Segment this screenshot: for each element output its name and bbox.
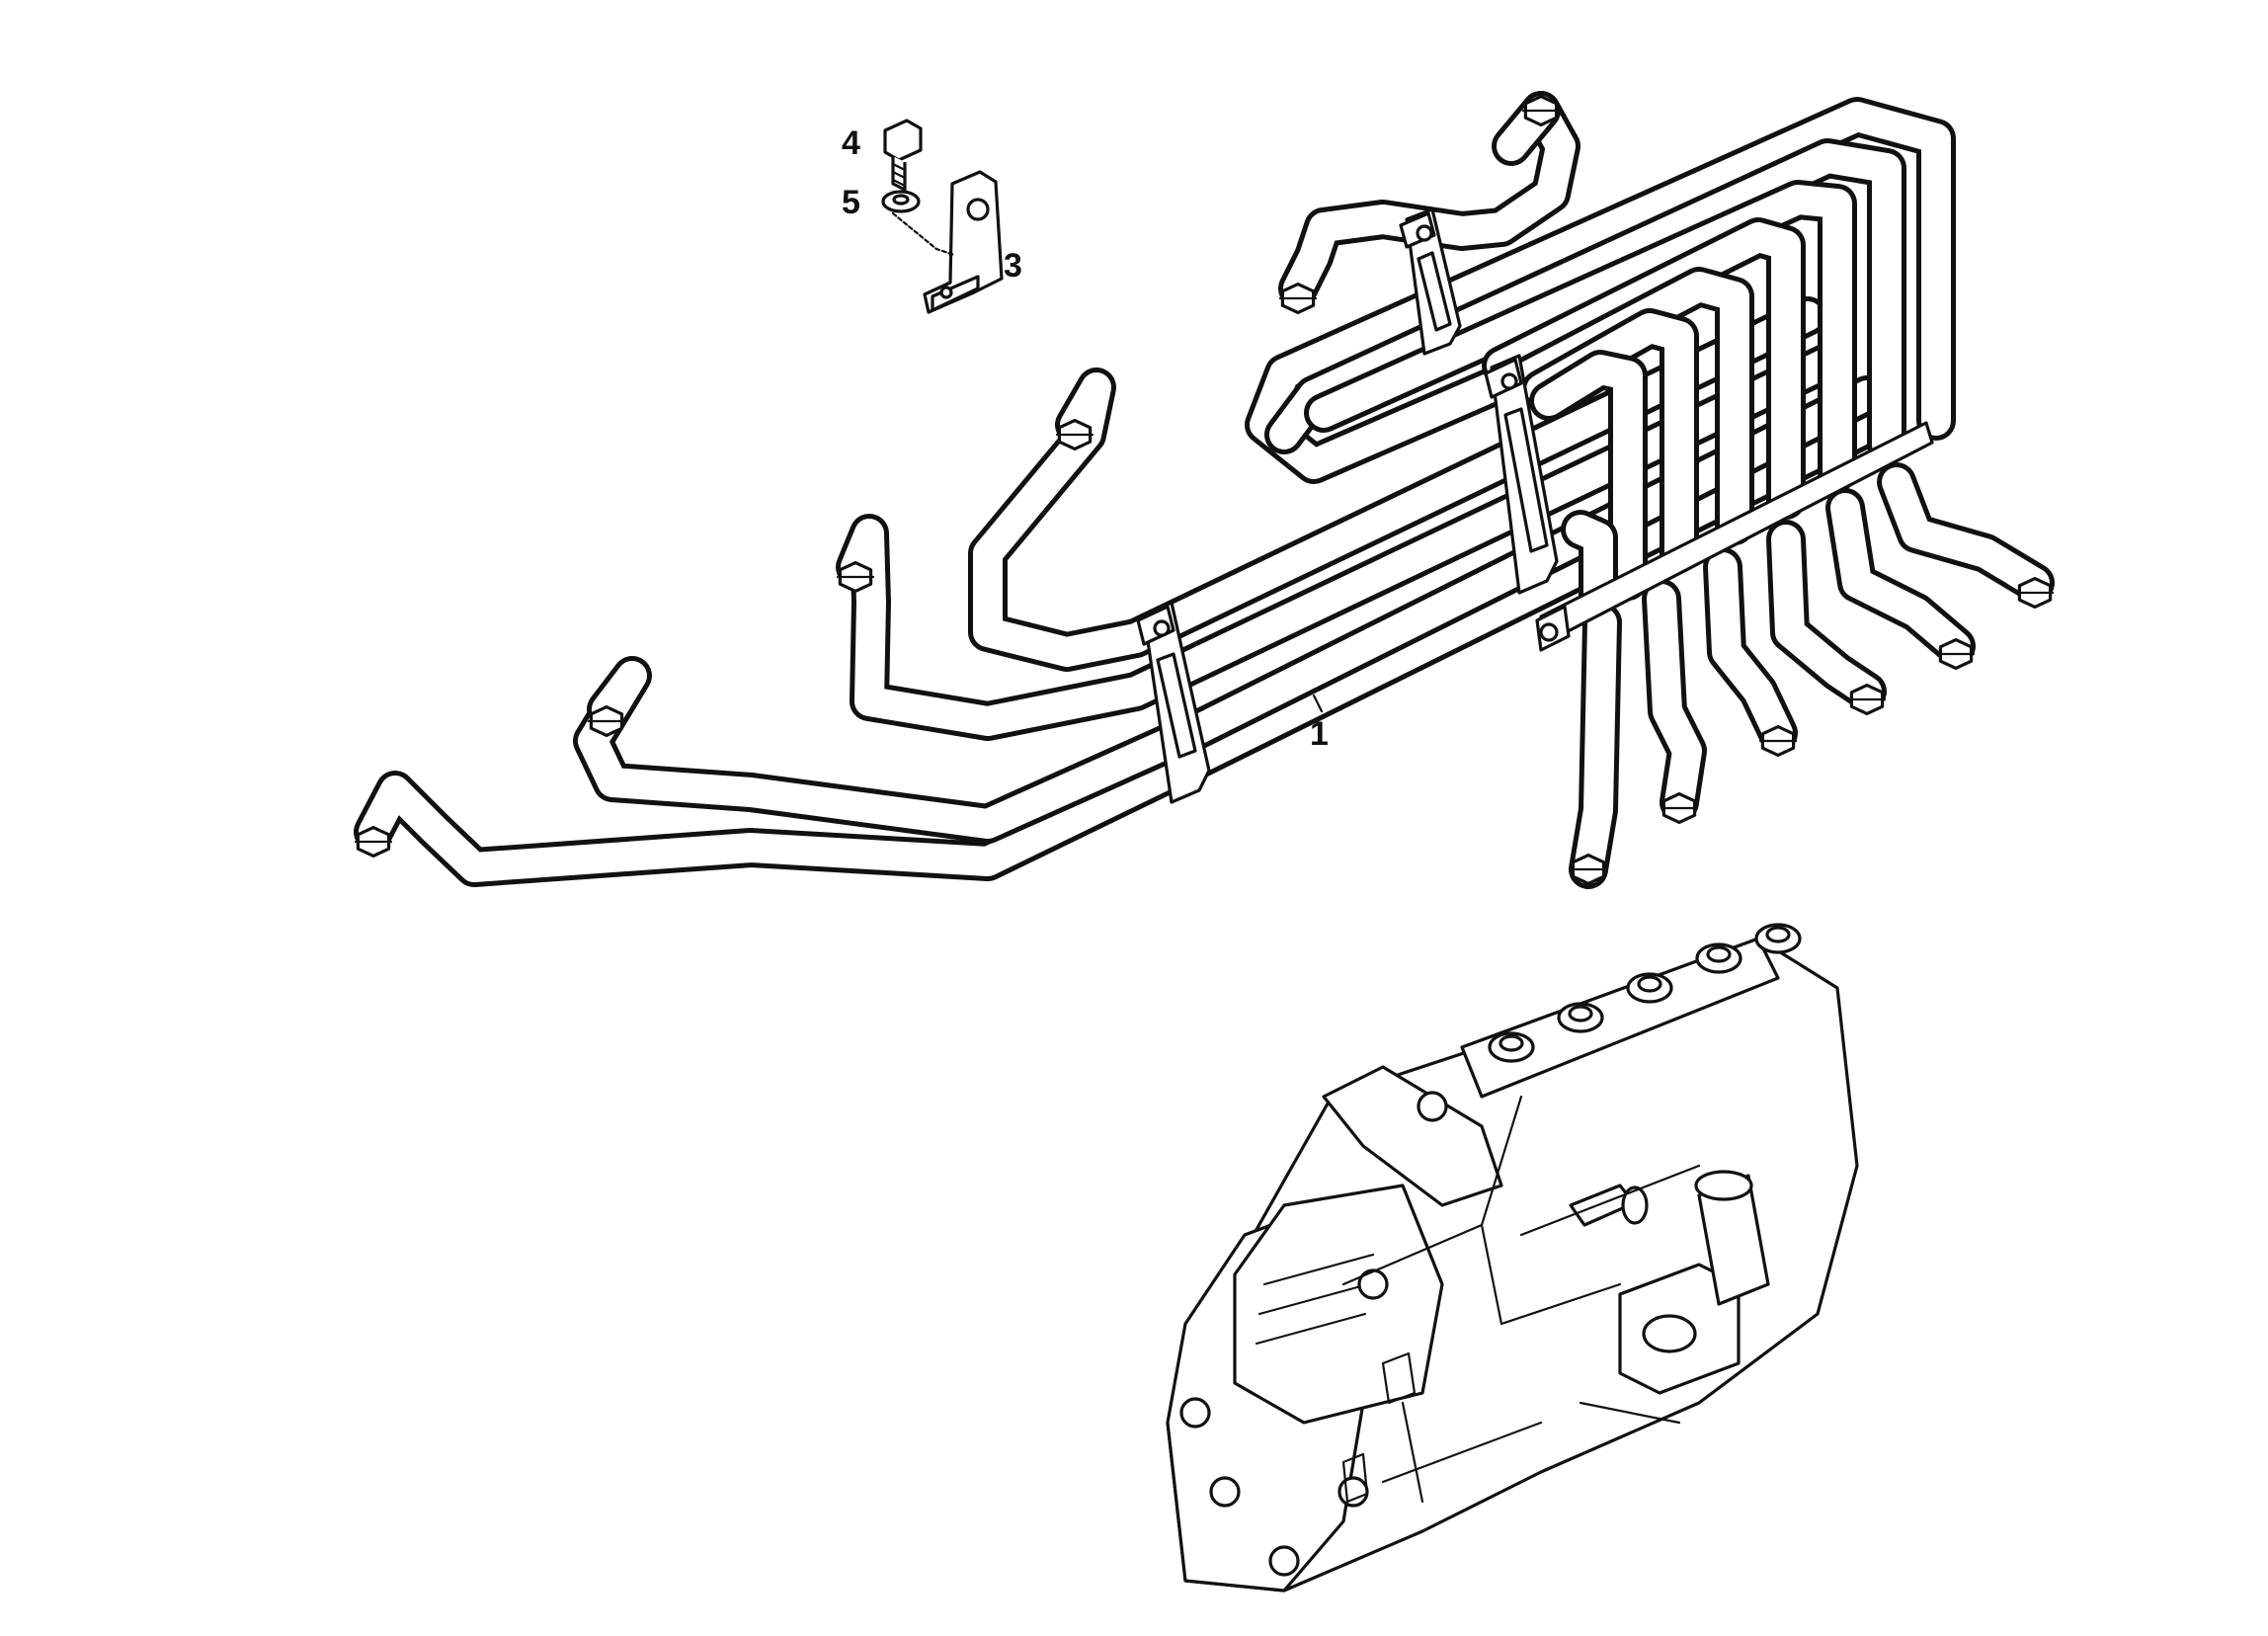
pipe-fill-19 <box>1830 493 1971 661</box>
pump-bolt-6 <box>1417 1091 1448 1122</box>
pipe-fill-15 <box>1574 608 1617 884</box>
pipe-fill-13 <box>1534 355 1643 596</box>
pipe-fill-4 <box>973 301 1822 667</box>
pipe-fill-2 <box>578 380 1882 839</box>
delivery-valve-bore-3 <box>1637 975 1662 993</box>
delivery-valve-bore-5 <box>1765 926 1791 943</box>
pipe-fill-16 <box>1647 584 1702 817</box>
callout-1: 1 <box>1310 715 1329 753</box>
pipe-clamp-left <box>1136 601 1211 804</box>
pipe-fill-7 <box>1250 102 1951 479</box>
callout-3: 3 <box>1004 247 1022 285</box>
leader-line-1 <box>1312 694 1324 713</box>
pipe-fill-17 <box>1708 552 1793 748</box>
injection-pipe-set <box>354 91 2055 889</box>
callout-4: 4 <box>842 124 860 162</box>
pipe-fill-8 <box>1269 143 1902 459</box>
delivery-valve-bore-2 <box>1568 1005 1593 1022</box>
callout-5: 5 <box>842 184 860 221</box>
injection-pump <box>1166 923 1859 1593</box>
delivery-valve-bore-4 <box>1706 945 1732 963</box>
washer-part-5 <box>881 190 956 257</box>
delivery-valve-bore-1 <box>1498 1034 1524 1052</box>
pump-bolt-2 <box>1209 1476 1241 1508</box>
pipe-fill-3 <box>841 343 1852 736</box>
pipe-fill-18 <box>1771 525 1882 706</box>
pipe-fill-1 <box>359 408 1892 882</box>
pipe-fill-20 <box>1882 467 2050 598</box>
bracket-part-3 <box>923 170 1004 314</box>
pump-bolt-3 <box>1337 1476 1369 1508</box>
pipe-fill-9 <box>1309 185 1852 487</box>
pipe-fill-14 <box>1566 515 1613 614</box>
pump-bolt-5 <box>1268 1545 1300 1577</box>
pipe-clamp-center <box>1484 354 1559 595</box>
bolt-part-4 <box>883 119 923 192</box>
pump-bolt-1 <box>1179 1397 1211 1429</box>
pipe-fill-5 <box>1283 96 1576 303</box>
pipe-support-bar <box>1535 421 1934 652</box>
pipe-clamp-top <box>1399 207 1462 356</box>
